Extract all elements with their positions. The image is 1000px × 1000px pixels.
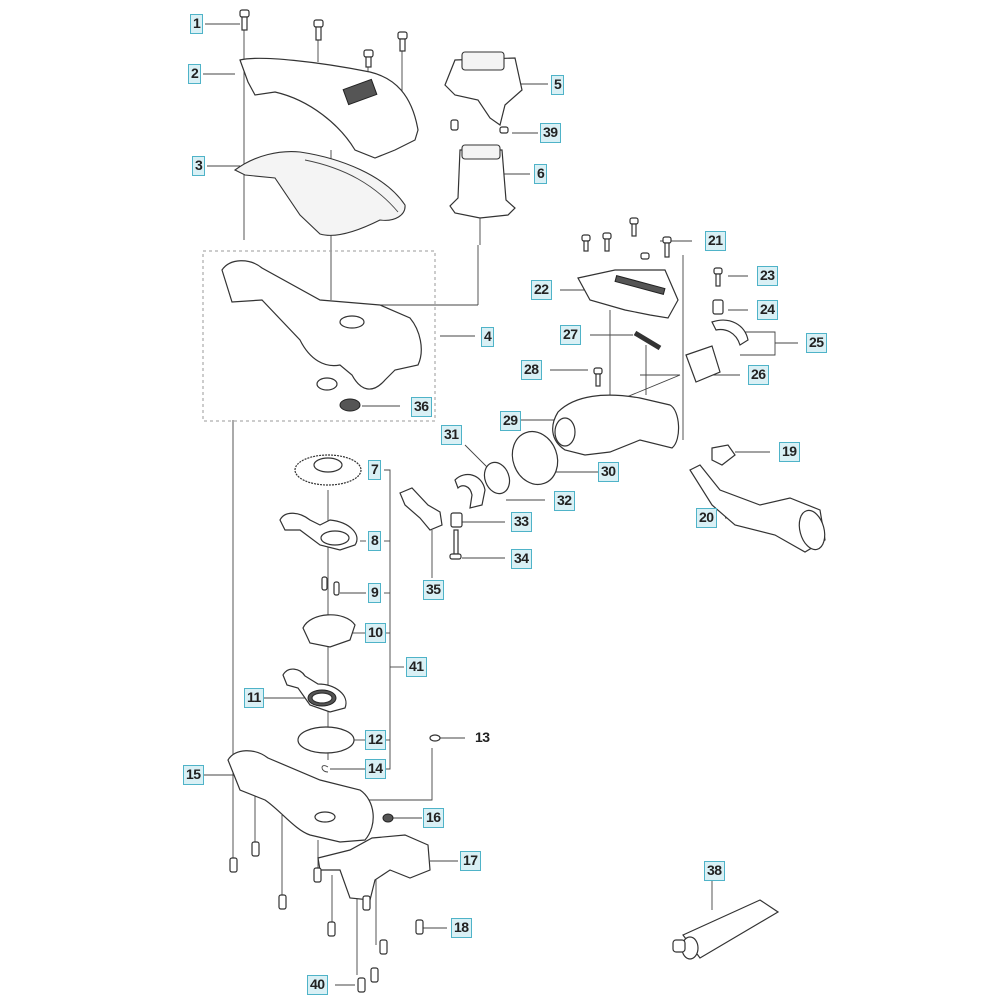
spring-24-drawing <box>712 299 724 315</box>
screw-39-drawing <box>499 126 509 134</box>
clamp-ring-32-drawing <box>454 473 486 509</box>
lever-35-drawing <box>399 487 443 531</box>
callout-32[interactable]: 32 <box>554 491 575 511</box>
callout-31[interactable]: 31 <box>441 425 462 445</box>
callout-9[interactable]: 9 <box>368 583 382 603</box>
callout-15[interactable]: 15 <box>183 765 204 785</box>
callout-24[interactable]: 24 <box>757 300 778 320</box>
screws-bottom <box>229 841 424 993</box>
callout-21[interactable]: 21 <box>705 231 726 251</box>
spring-rod-27-drawing <box>633 330 662 351</box>
callout-8[interactable]: 8 <box>368 531 382 551</box>
callout-26[interactable]: 26 <box>748 365 769 385</box>
callout-25[interactable]: 25 <box>806 333 827 353</box>
callout-3[interactable]: 3 <box>192 156 206 176</box>
cam-10-drawing <box>302 614 356 648</box>
callout-40[interactable]: 40 <box>307 975 328 995</box>
callout-29[interactable]: 29 <box>500 411 521 431</box>
callout-16[interactable]: 16 <box>423 808 444 828</box>
handle-insert-drawing <box>233 151 406 236</box>
callout-12[interactable]: 12 <box>365 730 386 750</box>
callout-41[interactable]: 41 <box>406 657 427 677</box>
callout-5[interactable]: 5 <box>551 75 565 95</box>
spring-33-drawing <box>450 512 463 528</box>
bracket-17-drawing <box>317 834 431 901</box>
motor-cover-drawing <box>444 57 523 126</box>
callout-13[interactable]: 13 <box>475 729 490 745</box>
bushing-26-drawing <box>685 345 721 383</box>
grease-tube-38-drawing <box>672 899 780 960</box>
callout-6[interactable]: 6 <box>534 164 548 184</box>
callout-38[interactable]: 38 <box>704 861 725 881</box>
callout-1[interactable]: 1 <box>190 14 204 34</box>
callout-30[interactable]: 30 <box>598 462 619 482</box>
callout-4[interactable]: 4 <box>481 327 495 347</box>
lower-housing-15-drawing <box>227 750 374 843</box>
callout-35[interactable]: 35 <box>423 580 444 600</box>
callout-20[interactable]: 20 <box>696 508 717 528</box>
callout-28[interactable]: 28 <box>521 360 542 380</box>
callout-7[interactable]: 7 <box>368 460 382 480</box>
switch-19-drawing <box>711 444 736 466</box>
nut-16-drawing <box>382 813 394 823</box>
vent-grille <box>342 78 378 106</box>
clamp-25-drawing <box>711 319 749 346</box>
callout-10[interactable]: 10 <box>365 623 386 643</box>
bearing-drawing <box>339 398 361 412</box>
ring-13-drawing <box>429 734 441 742</box>
motor-drawing <box>449 149 516 219</box>
callout-23[interactable]: 23 <box>757 266 778 286</box>
callout-33[interactable]: 33 <box>511 512 532 532</box>
handle-housing-drawing <box>552 394 680 456</box>
callout-27[interactable]: 27 <box>560 325 581 345</box>
callout-36[interactable]: 36 <box>411 397 432 417</box>
callout-2[interactable]: 2 <box>188 64 202 84</box>
pins-9-drawing <box>321 576 328 591</box>
sleeve-31-drawing <box>483 461 511 495</box>
circlip-14-drawing <box>321 765 329 773</box>
callout-14[interactable]: 14 <box>365 759 386 779</box>
callout-11[interactable]: 11 <box>244 688 264 708</box>
callout-19[interactable]: 19 <box>779 442 800 462</box>
crank-arm-11-drawing <box>282 668 347 713</box>
gear-housing-drawing <box>221 260 422 390</box>
callout-34[interactable]: 34 <box>511 549 532 569</box>
screws-21-drawing <box>581 217 672 260</box>
washer-12-drawing <box>297 726 355 754</box>
callout-18[interactable]: 18 <box>451 918 472 938</box>
callout-17[interactable]: 17 <box>460 851 481 871</box>
crank-arm-8-drawing <box>279 512 358 551</box>
callout-22[interactable]: 22 <box>531 280 552 300</box>
handle-top-cover-drawing <box>577 269 679 319</box>
top-handle-cover-drawing <box>239 57 419 159</box>
clamp-band-30-drawing <box>511 430 559 486</box>
screw-icon <box>239 9 408 68</box>
callout-39[interactable]: 39 <box>540 123 561 143</box>
